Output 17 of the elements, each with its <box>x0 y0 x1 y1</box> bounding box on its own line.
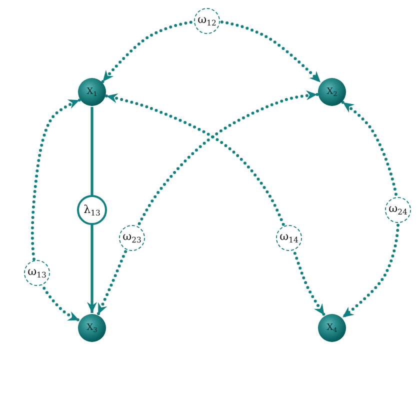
edge-label: ω$_{12}$ <box>194 8 220 34</box>
dotted-arrow <box>341 100 400 319</box>
node-label: X$_{2}$ <box>326 88 338 96</box>
sphere-node <box>78 78 106 106</box>
edge-label: ω$_{23}$ <box>119 225 145 251</box>
node-label: X$_{4}$ <box>326 324 338 332</box>
edge-label: ω$_{14}$ <box>276 225 302 251</box>
node-label: X$_{3}$ <box>86 324 98 332</box>
dotted-arrow <box>30 98 81 322</box>
dotted-arrow <box>101 20 322 84</box>
sphere-node <box>318 78 346 106</box>
edge-label: λ$_{13}$ <box>77 195 107 225</box>
sphere-node <box>78 314 106 342</box>
node-label: X$_{1}$ <box>86 88 98 96</box>
edge-label: ω$_{13}$ <box>24 260 50 286</box>
sphere-node <box>318 314 346 342</box>
edge-label: ω$_{24}$ <box>385 197 411 223</box>
